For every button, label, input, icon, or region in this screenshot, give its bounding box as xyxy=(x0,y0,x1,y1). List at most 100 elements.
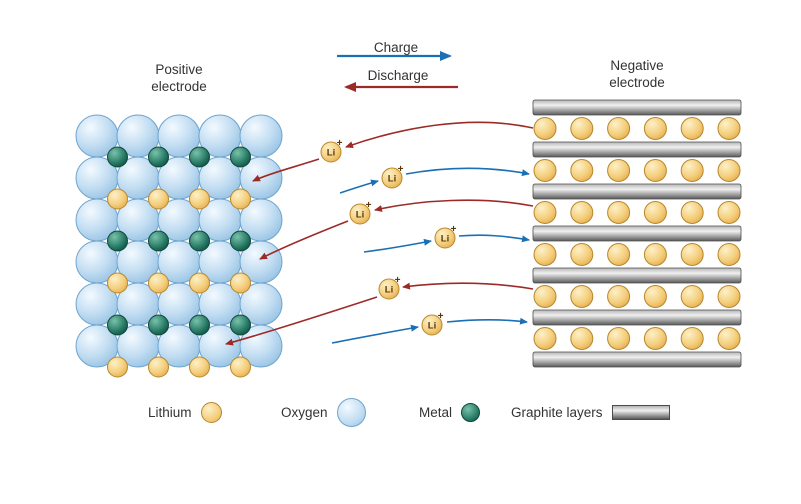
metal-swatch-icon xyxy=(461,402,481,422)
li-ion-symbol: Li xyxy=(441,234,449,245)
lithium-sphere xyxy=(717,243,741,266)
discharge-flow-arrow xyxy=(259,220,349,260)
lithium-sphere xyxy=(570,285,594,308)
lithium-swatch-icon xyxy=(200,401,222,423)
metal-sphere xyxy=(189,230,210,252)
lithium-sphere xyxy=(189,188,210,210)
charge-flow-arrow xyxy=(458,234,530,243)
lithium-sphere xyxy=(533,117,557,140)
li-ion-symbol: Li xyxy=(388,174,396,185)
lithium-sphere xyxy=(533,327,557,350)
lithium-sphere xyxy=(680,201,704,224)
charge-flow-arrow xyxy=(405,167,530,177)
graphite-layer xyxy=(532,225,742,242)
legend-label-graphite-layers: Graphite layers xyxy=(511,404,603,420)
lithium-sphere xyxy=(643,243,667,266)
graphite-layer xyxy=(532,351,742,368)
lithium-sphere xyxy=(717,117,741,140)
legend-label-metal: Metal xyxy=(419,404,453,420)
lithium-sphere xyxy=(643,327,667,350)
metal-sphere xyxy=(107,230,128,252)
li-ion-symbol: Li xyxy=(356,210,364,221)
legend-label-lithium: Lithium xyxy=(148,404,192,420)
metal-sphere xyxy=(148,146,169,168)
lithium-sphere xyxy=(680,285,704,308)
lithium-sphere xyxy=(680,117,704,140)
discharge-flow-arrow xyxy=(252,158,320,182)
li-ion: Li + xyxy=(421,311,444,336)
lithium-sphere xyxy=(570,327,594,350)
li-ion: Li + xyxy=(320,138,343,163)
legend-item-lithium: Lithium xyxy=(148,397,222,427)
li-ion-body xyxy=(434,227,456,249)
lithium-sphere xyxy=(189,272,210,294)
lithium-sphere xyxy=(148,188,169,210)
metal-sphere xyxy=(107,314,128,336)
lithium-sphere xyxy=(230,188,251,210)
lithium-sphere xyxy=(607,117,631,140)
graphite-layer xyxy=(532,267,742,284)
lithium-sphere xyxy=(107,188,128,210)
lithium-sphere xyxy=(680,159,704,182)
lithium-sphere xyxy=(148,272,169,294)
lithium-sphere xyxy=(607,327,631,350)
lithium-sphere xyxy=(607,159,631,182)
lithium-sphere xyxy=(230,272,251,294)
lithium-sphere xyxy=(607,243,631,266)
metal-sphere xyxy=(107,146,128,168)
lithium-sphere xyxy=(607,285,631,308)
lithium-sphere xyxy=(643,159,667,182)
lithium-sphere xyxy=(607,201,631,224)
lithium-sphere xyxy=(230,356,251,378)
li-ion-charge-sign: + xyxy=(398,164,404,175)
lithium-sphere xyxy=(643,117,667,140)
metal-sphere xyxy=(148,314,169,336)
lithium-sphere xyxy=(533,159,557,182)
discharge-flow-arrow xyxy=(402,282,534,290)
lithium-sphere xyxy=(717,285,741,308)
lithium-sphere xyxy=(717,327,741,350)
charge-flow-arrow xyxy=(363,238,432,253)
li-ion-symbol: Li xyxy=(327,148,335,159)
lithium-sphere xyxy=(717,201,741,224)
lithium-sphere xyxy=(533,243,557,266)
li-ion-charge-sign: + xyxy=(395,275,401,286)
lithium-sphere xyxy=(570,243,594,266)
discharge-label: Discharge xyxy=(367,68,429,83)
lithium-sphere xyxy=(680,243,704,266)
lithium-sphere xyxy=(533,285,557,308)
legend-label-oxygen: Oxygen xyxy=(281,404,328,420)
lithium-sphere xyxy=(570,117,594,140)
li-ion: Li + xyxy=(381,164,404,189)
discharge-flow-arrow xyxy=(225,296,378,346)
lithium-sphere xyxy=(643,201,667,224)
lithium-sphere xyxy=(570,159,594,182)
lithium-sphere xyxy=(717,159,741,182)
charge-flow-arrow xyxy=(339,179,379,194)
legend-item-oxygen: Oxygen xyxy=(281,397,366,427)
discharge-flow-arrow xyxy=(345,121,534,148)
discharge-flow-arrow xyxy=(374,199,534,212)
li-ion-symbol: Li xyxy=(428,321,436,332)
legend-item-metal: Metal xyxy=(419,397,481,427)
lithium-sphere xyxy=(189,356,210,378)
lithium-sphere xyxy=(643,285,667,308)
charge-flow-arrow xyxy=(331,324,419,344)
graphite-layer xyxy=(532,141,742,158)
li-ion: Li + xyxy=(378,275,401,300)
graphite-layer xyxy=(532,183,742,200)
li-ion-body xyxy=(421,314,443,336)
graphite-swatch-icon xyxy=(611,404,670,420)
li-ion-charge-sign: + xyxy=(337,138,343,149)
metal-sphere xyxy=(230,314,251,336)
li-ion-charge-sign: + xyxy=(451,224,457,235)
oxygen-swatch-icon xyxy=(336,397,366,427)
li-ion: Li + xyxy=(434,224,457,249)
li-ion-symbol: Li xyxy=(385,285,393,296)
li-ion-body xyxy=(381,167,403,189)
li-ion: Li + xyxy=(349,200,372,225)
charge-label: Charge xyxy=(373,40,419,55)
li-ion-charge-sign: + xyxy=(438,311,444,322)
